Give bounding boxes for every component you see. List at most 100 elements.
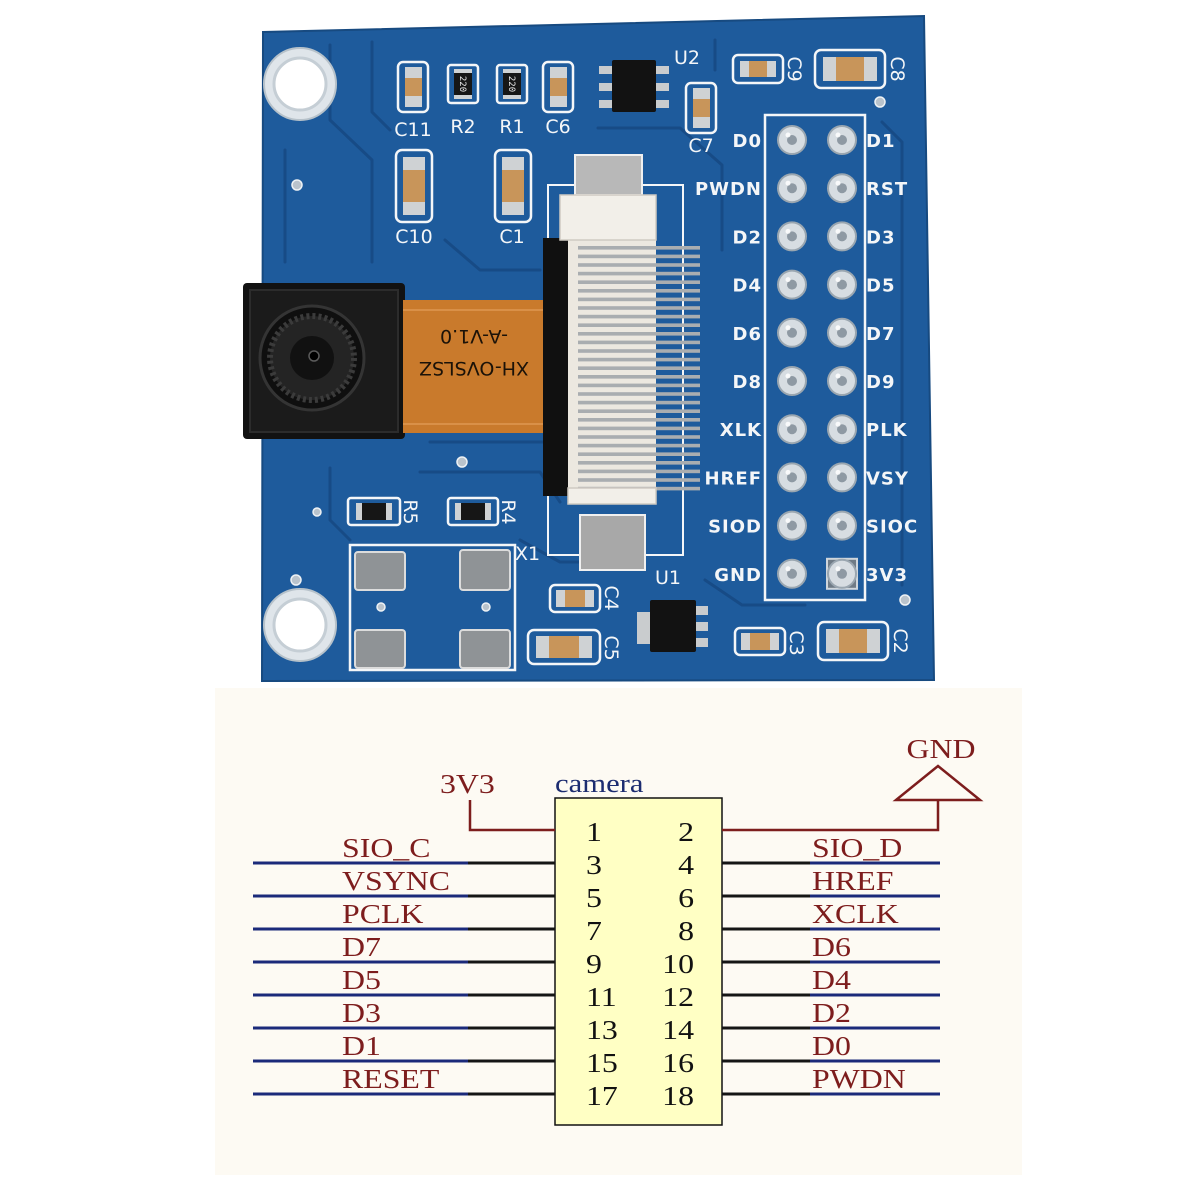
label-r5: R5 [399,499,421,524]
fpc-contact [578,332,700,336]
label-r2: R2 [450,116,475,138]
fpc-contact [578,409,700,413]
pin-number-3: 3 [586,851,602,880]
capacitor-c4 [548,583,602,614]
pin-highlight [785,277,791,283]
header-pin-gnd [777,558,807,589]
crystal-x1 [348,543,517,672]
pin-number-18: 18 [662,1082,694,1111]
pin-tip [837,327,847,338]
fpc-contact [578,383,700,388]
pcb-trace [703,578,807,607]
header-label-siod: SIOD [708,517,762,538]
fpc-contact [578,366,700,370]
pin-number-15: 15 [586,1049,618,1078]
ground-label: GND [907,735,976,764]
fpc-contact [578,314,700,319]
net-label-d0: D0 [812,1032,851,1061]
pin-tip [837,376,847,386]
pcb-trace [370,40,392,132]
resistor-marking: 220 [457,76,467,92]
pin-number-1: 1 [586,818,602,847]
net-label-sio-d: SIO_D [812,834,902,863]
header-label-d7: D7 [866,324,895,345]
header-pin-d4 [777,269,807,300]
pin-number-11: 11 [586,983,617,1012]
pin-tip [837,183,847,194]
pin-highlight [785,228,791,234]
net-label-d5: D5 [342,966,381,995]
net-label-d3: D3 [342,999,381,1028]
fpc-contact [578,349,700,353]
header-pin-d8 [777,366,807,396]
fpc-contact [578,443,700,448]
resistor-r1: 220 [495,63,529,105]
net-label-d1: D1 [342,1032,381,1061]
header-label-d6: D6 [733,324,762,345]
resistor-r5 [346,496,402,527]
part-body [554,797,723,1126]
net-label-pclk: PCLK [342,900,424,929]
pin-highlight [785,373,791,379]
net-label-sio-c: SIO_C [342,834,430,863]
label-c7: C7 [688,135,713,157]
header-pin-pwdn [777,173,807,204]
label-r4: R4 [497,499,519,524]
fpc-contact [578,323,700,327]
capacitor-c5 [526,628,602,666]
pin-highlight [835,566,841,572]
fpc-contact [578,263,700,267]
pin-tip [787,327,797,338]
capacitor-c2 [816,620,890,662]
header-pin-d0 [777,125,807,155]
fpc-contact [578,435,700,439]
net-label-pwdn: PWDN [812,1065,906,1094]
fpc-contact [578,289,700,293]
header-pin-d9 [827,366,857,396]
capacitor-c10 [394,148,434,224]
pin-tip [787,472,797,483]
header-label-d2: D2 [733,227,762,248]
net-label-vsync: VSYNC [342,867,450,896]
header-pin-vsy [827,462,857,493]
label-c2: C2 [889,628,911,653]
chip-u2 [599,60,669,112]
pin-number-2: 2 [678,818,694,847]
label-c11: C11 [394,119,431,141]
pin-tip [787,279,797,290]
fpc-contact [578,375,700,379]
net-label-href: HREF [812,867,893,896]
pcb-trace [596,126,724,252]
pin-number-7: 7 [586,917,602,946]
fpc-contact [578,426,700,431]
header-pin-d7 [827,317,857,348]
pin-tip [837,279,847,290]
label-c10: C10 [395,226,432,248]
header-pin-d5 [827,269,857,300]
label-c9: C9 [783,56,805,81]
via [481,602,491,612]
label-c5: C5 [600,635,622,660]
header-pin-d3 [827,221,857,252]
header-pin-3v3 [826,557,858,590]
pin-highlight [835,132,841,138]
pin-tip [787,568,797,579]
fpc-contact [578,246,700,250]
header-pin-sioc [827,510,857,541]
label-c6: C6 [545,116,570,138]
resistor-r4 [446,496,500,527]
pin-highlight [835,228,841,234]
via [290,574,302,586]
pin-number-12: 12 [662,983,694,1012]
fpc-contact [578,357,700,362]
part-name: camera [555,770,644,798]
pin-tip [787,231,797,242]
via [291,179,303,191]
pin-tip [787,424,797,435]
pin-highlight [835,469,841,475]
pin-tip [787,183,797,194]
fpc-contact [578,461,700,465]
pin-highlight [785,325,791,331]
pin-tip [787,376,797,386]
